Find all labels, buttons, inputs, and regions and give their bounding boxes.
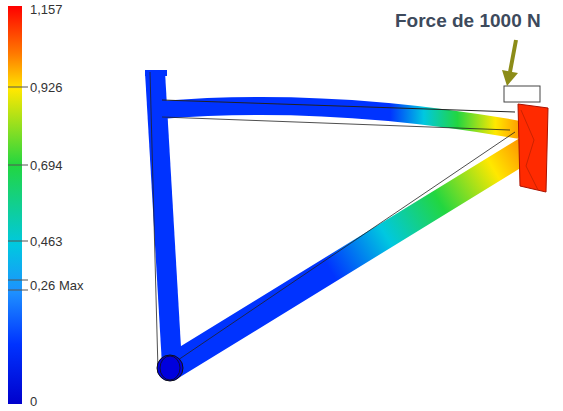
scale-value: 0,463 bbox=[30, 234, 63, 249]
bike-frame bbox=[145, 70, 548, 381]
scale-value: 0,926 bbox=[30, 80, 63, 95]
color-scale bbox=[8, 6, 28, 404]
force-label: Force de 1000 N bbox=[395, 10, 541, 32]
scale-value: 1,157 bbox=[30, 2, 63, 17]
scale-value: 0 bbox=[30, 394, 37, 409]
scale-value: 0,694 bbox=[30, 158, 63, 173]
force-arrow bbox=[502, 40, 518, 86]
scale-max: 0,26 Max bbox=[30, 278, 83, 293]
